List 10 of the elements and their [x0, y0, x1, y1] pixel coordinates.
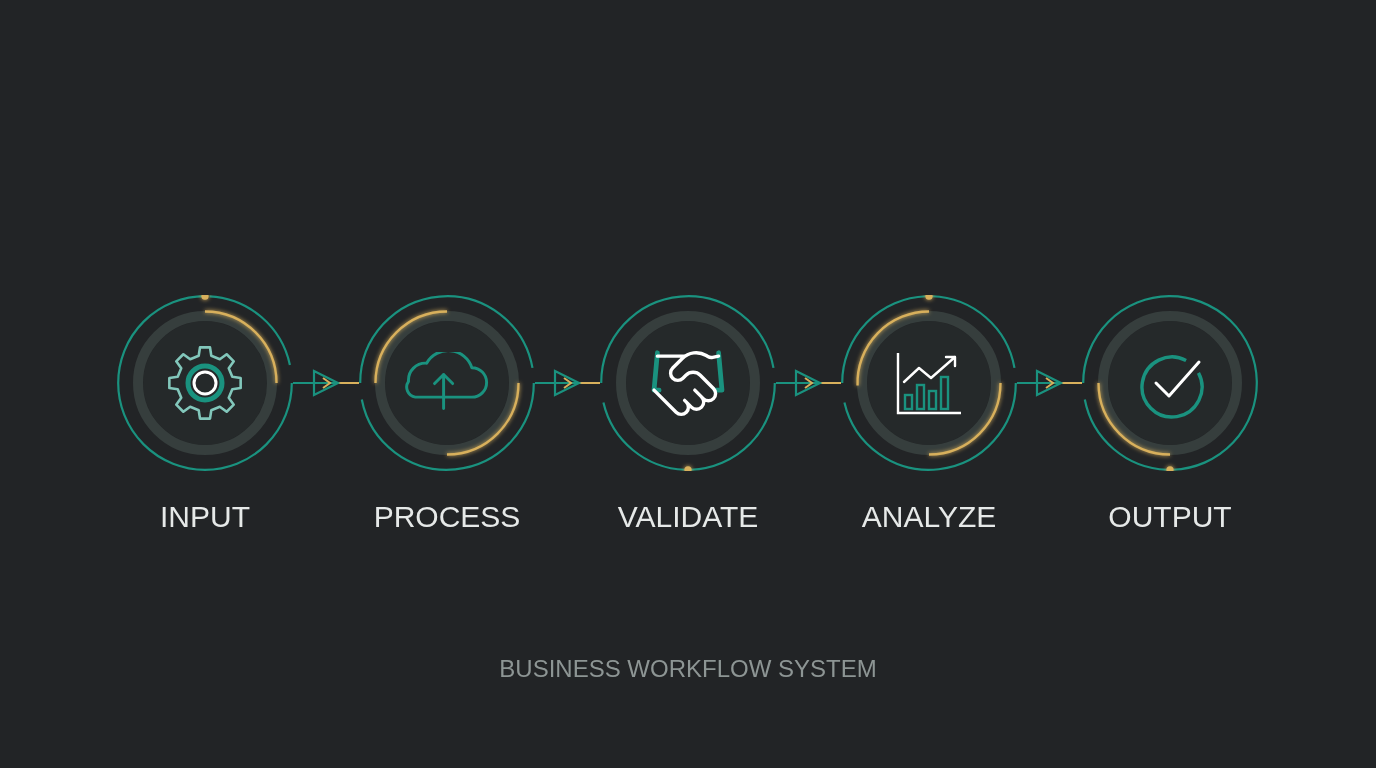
step-label: PROCESS — [373, 499, 521, 535]
step-label: ANALYZE — [861, 499, 997, 535]
arrow — [293, 369, 359, 397]
step-label: INPUT — [160, 499, 250, 535]
step-label: VALIDATE — [617, 499, 759, 535]
arrow — [1017, 369, 1082, 397]
caption: BUSINESS WORKFLOW SYSTEM — [499, 654, 877, 684]
arrow — [776, 369, 841, 397]
step-label: OUTPUT — [1108, 499, 1232, 535]
arrow — [535, 369, 600, 397]
